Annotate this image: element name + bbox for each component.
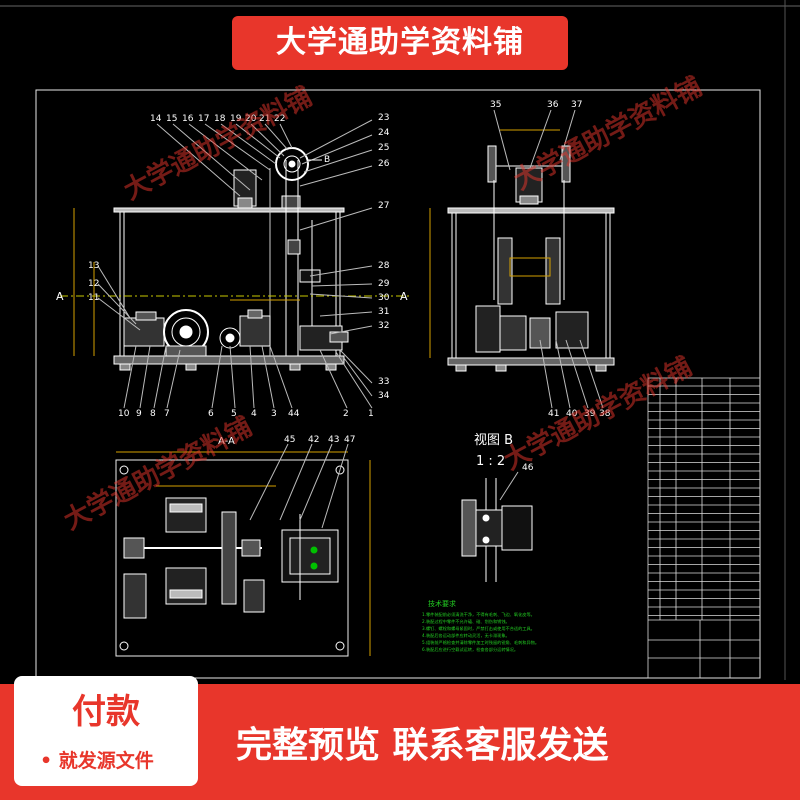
part-number-label: 34 — [378, 391, 390, 401]
part-number-label: 26 — [378, 159, 390, 169]
part-number-label: 2 — [343, 409, 349, 419]
part-number-label: 1 — [368, 409, 374, 419]
title-block — [647, 377, 761, 679]
part-number-label: 17 — [198, 114, 209, 124]
part-number-label: 13 — [88, 261, 99, 271]
part-number-label: 31 — [378, 307, 389, 317]
tech-req-line: 6.装配后应进行空载试运转，检查各部分运转情况。 — [422, 646, 518, 653]
section-label-right: A — [400, 290, 408, 303]
part-number-label: 38 — [599, 409, 611, 419]
detail-view-scale: 1 : 2 — [476, 454, 505, 469]
tech-req-line: 5.组装前严格检查并清除零件加工时残留的锐角、毛刺和异物。 — [422, 639, 539, 646]
part-number-label: 33 — [378, 377, 389, 387]
part-number-label: 35 — [490, 100, 501, 110]
part-number-label: 47 — [344, 435, 355, 445]
part-number-label: 41 — [548, 409, 559, 419]
part-number-label: 29 — [378, 279, 390, 289]
part-number-label: 9 — [136, 409, 142, 419]
part-number-label: 14 — [150, 114, 162, 124]
part-number-label: 20 — [245, 114, 257, 124]
part-number-label: 45 — [284, 435, 295, 445]
part-number-label: 24 — [378, 128, 390, 138]
pay-card[interactable]: 付款 • 就发源文件 — [14, 676, 198, 786]
part-number-label: 19 — [230, 114, 242, 124]
bottom-slogan: 完整预览 联系客服发送 — [236, 725, 609, 766]
section-view-title: A-A — [218, 436, 235, 447]
part-number-label: 43 — [328, 435, 339, 445]
tech-req-line: 1.零件装配前必须清洗干净，不得有毛刺、飞边、氧化皮等。 — [422, 611, 535, 618]
part-number-label: 27 — [378, 201, 389, 211]
detail-view-title: 视图 B — [474, 433, 513, 448]
part-number-label: 15 — [166, 114, 177, 124]
part-number-label: 40 — [566, 409, 578, 419]
part-number-label: 6 — [208, 409, 214, 419]
part-number-label: 7 — [164, 409, 170, 419]
tech-req-title: 技术要求 — [428, 599, 456, 608]
part-number-label: 36 — [547, 100, 559, 110]
tech-req-line: 2.装配过程中零件不允许磕、碰、划伤和锈蚀。 — [422, 618, 510, 625]
shop-title-banner: 大学通助学资料铺 — [232, 16, 568, 70]
view-b-arrow-label: B — [324, 155, 330, 165]
part-number-label: 23 — [378, 113, 389, 123]
tech-req-line: 4.装配后各运动部件应转动灵活，无卡滞现象。 — [422, 632, 510, 639]
part-number-label: 11 — [88, 293, 99, 303]
part-number-label: 12 — [88, 279, 99, 289]
tech-req-lines: 1.零件装配前必须清洗干净，不得有毛刺、飞边、氧化皮等。2.装配过程中零件不允许… — [422, 611, 539, 653]
detail-view-b — [461, 471, 533, 582]
part-number-label: 22 — [274, 114, 285, 124]
part-number-label: 28 — [378, 261, 390, 271]
side-view — [429, 109, 615, 409]
part-number-label: 8 — [150, 409, 156, 419]
part-number-label: 5 — [231, 409, 237, 419]
part-number-label: 25 — [378, 143, 389, 153]
pay-title: 付款 — [72, 692, 140, 732]
part-number-label: 30 — [378, 293, 390, 303]
front-view — [60, 119, 410, 409]
section-label-left: A — [56, 290, 64, 303]
plan-view — [115, 443, 371, 657]
part-number-label: 18 — [214, 114, 226, 124]
part-number-label: 44 — [288, 409, 300, 419]
part-number-label: 21 — [259, 114, 270, 124]
pay-note: • 就发源文件 — [40, 750, 154, 772]
part-number-label: 37 — [571, 100, 582, 110]
watermark-text-1: 大学通助学资料铺 — [119, 81, 317, 206]
part-number-label: 42 — [308, 435, 319, 445]
part-number-label: 4 — [251, 409, 257, 419]
part-number-label: 16 — [182, 114, 194, 124]
part-number-label: 39 — [584, 409, 596, 419]
tech-req-line: 3.螺钉、螺栓和螺母紧固时，严禁打击或使用不合适的工具。 — [422, 625, 535, 632]
part-number-label: 3 — [271, 409, 277, 419]
part-number-detail: 46 — [522, 463, 534, 473]
part-number-label: 10 — [118, 409, 130, 419]
part-number-label: 32 — [378, 321, 389, 331]
